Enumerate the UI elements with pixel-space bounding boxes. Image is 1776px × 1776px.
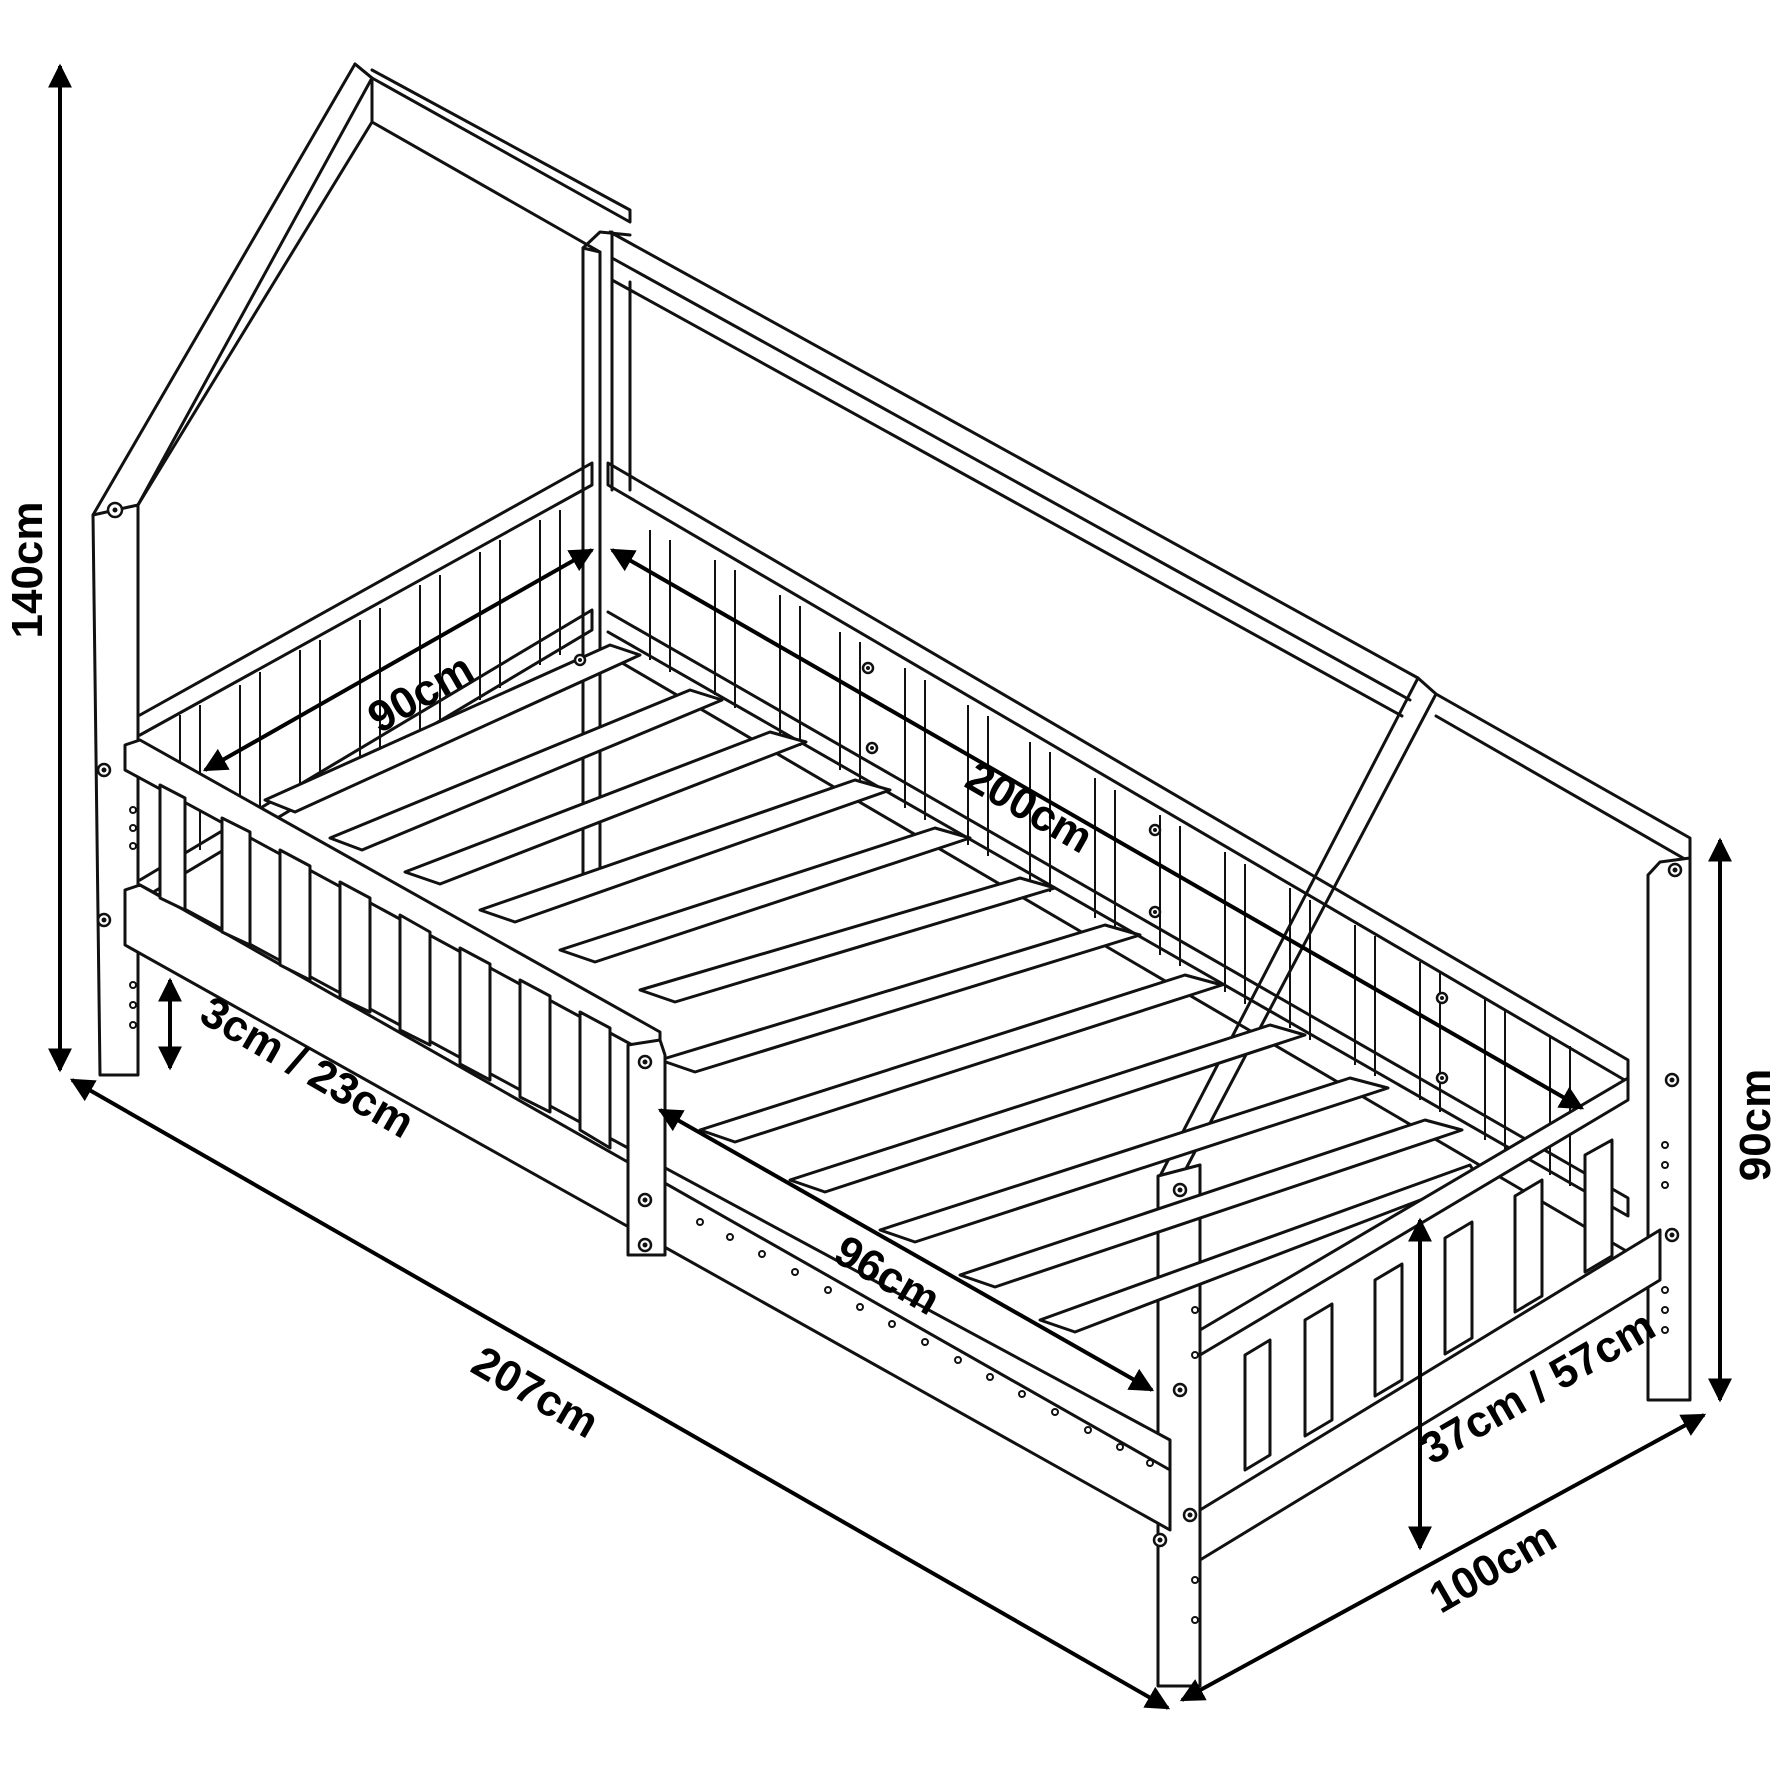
- dim-line-inner-length: [609, 548, 1585, 1110]
- front-right-post: [1646, 856, 1692, 1402]
- dim-line-total-width: [1179, 1413, 1707, 1702]
- label-side-height: 90cm: [1731, 1069, 1776, 1182]
- slat: [478, 778, 892, 924]
- front-left-post: [1156, 1163, 1202, 1688]
- front-roof-beam-right: [1434, 692, 1692, 864]
- roof-ridge-beam: [608, 230, 1420, 680]
- slat: [558, 826, 972, 964]
- dim-line-depth-90: [202, 548, 595, 772]
- back-left-post: [91, 503, 140, 1077]
- dim-line-entry-opening: [657, 1108, 1155, 1392]
- entry-post: [626, 1038, 667, 1257]
- slat: [658, 923, 1142, 1074]
- slat: [788, 1023, 1307, 1194]
- back-ridge-cap: [353, 62, 632, 224]
- back-right-post: [581, 246, 602, 877]
- label-total-length: 207cm: [464, 1337, 607, 1448]
- dim-line-total-length: [69, 1078, 1171, 1710]
- front-right-top-rail: [1198, 1076, 1630, 1357]
- slat: [638, 876, 1057, 1004]
- slat: [698, 973, 1224, 1144]
- dimension-lines: [48, 63, 1732, 1710]
- label-total-height: 140cm: [3, 501, 52, 638]
- dimension-labels: 140cm 90cm 200cm 3cm / 23cm 207cm 96cm 3…: [3, 501, 1776, 1622]
- back-left-roof-beam: [91, 62, 374, 517]
